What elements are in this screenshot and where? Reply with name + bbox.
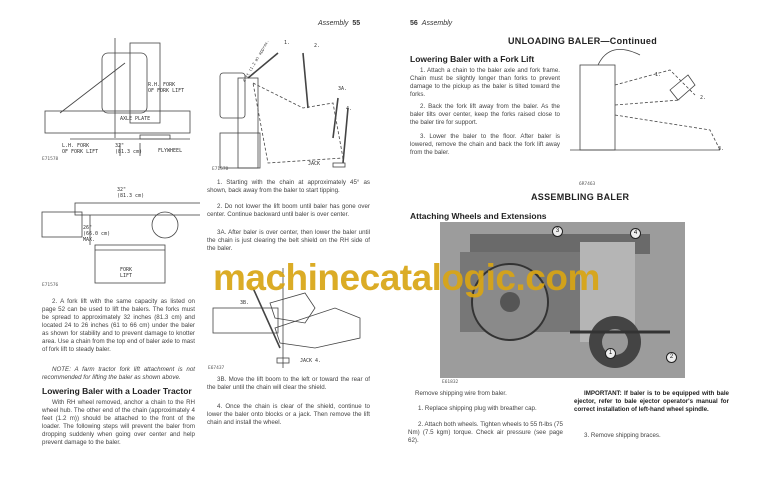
loader-tipping-diagram (219, 52, 349, 169)
fork-step-3: 3. Lower the baler to the floor. After b… (410, 133, 560, 156)
figure-code: E61832 (442, 380, 459, 385)
step-3a: 3A. After baler is over center, then low… (207, 229, 370, 252)
assembling-title: ASSEMBLING BALER (531, 192, 630, 202)
label-1: 1. (655, 72, 662, 78)
fork-lift-rear-diagram (44, 38, 191, 156)
header-section: Assembly (421, 20, 453, 27)
baler-photo: 3 4 1 2 (440, 222, 685, 378)
callout-4: 4 (630, 228, 641, 239)
label-step1: 1. (284, 40, 291, 46)
step-3b: 3B. Move the lift boom to the left or to… (207, 376, 370, 391)
label-step3b: 3B. (240, 300, 250, 306)
note: NOTE: A farm tractor fork lift attachmen… (42, 366, 195, 381)
remove-wire: Remove shipping wire from baler. (415, 390, 507, 397)
unloading-banner: UNLOADING BALER—Continued (508, 36, 657, 46)
step-2: 2. Do not lower the lift boom until bale… (207, 203, 370, 218)
watermark: machinecatalogic.com (213, 257, 600, 298)
wheel-step-3: 3. Remove shipping braces. (584, 432, 661, 439)
label-3: 3. (718, 146, 725, 152)
header-section: Assembly (318, 20, 349, 27)
label-step3a: 3A. (338, 86, 348, 92)
fork-lift-heading: Lowering Baler with a Fork Lift (410, 54, 535, 64)
callout-1: 1 (605, 348, 616, 359)
header-page-number: 56 (410, 20, 418, 27)
callout-2: 2 (666, 352, 677, 363)
header-page-number: 55 (352, 20, 361, 27)
label-flywheel: FLYWHEEL (158, 148, 183, 154)
figure-code: E71578 (42, 157, 59, 162)
label-jack: JACK (308, 161, 321, 167)
figure-code: 6R7463 (579, 182, 596, 187)
label-axle-plate: AXLE PLATE (120, 116, 151, 122)
step-1: 1. Starting with the chain at approximat… (207, 179, 370, 194)
fork-lift-tipping-diagram (570, 48, 721, 151)
label-spread: 32" (81.3 cm) (115, 143, 143, 155)
label-jack-4: JACK 4. (300, 358, 322, 364)
important-note: IMPORTANT: If baler is to be equipped wi… (574, 390, 729, 413)
callout-3: 3 (552, 226, 563, 237)
wheels-heading: Attaching Wheels and Extensions (410, 211, 547, 221)
label-height: 26" (66.0 cm) MAX. (83, 225, 111, 243)
label-step2: 2. (314, 43, 321, 49)
wheel-step-1: 1. Replace shipping plug with breather c… (418, 405, 537, 412)
label-lh-fork: L.H. FORK OF FORK LIFT (62, 143, 99, 155)
baler-illustration (460, 234, 670, 368)
wheel-step-2: 2. Attach both wheels. Tighten wheels to… (408, 421, 563, 444)
label-fork-lift: FORK LIFT (120, 267, 133, 279)
loader-paragraph: With RH wheel removed, anchor a chain to… (42, 399, 195, 446)
fork-step-1: 1. Attach a chain to the baler axle and … (410, 67, 560, 98)
fork-step-2: 2. Back the fork lift away from the bale… (410, 103, 560, 126)
label-step4: 4. (346, 106, 353, 112)
figure-code: E71576 (42, 283, 59, 288)
fork-lift-paragraph: 2. A fork lift with the same capacity as… (42, 298, 195, 353)
label-spread-top: 32" (81.3 cm) (117, 187, 145, 199)
figure-code: E71578 (212, 167, 229, 172)
jack-lowering-diagram (212, 268, 361, 368)
label-2: 2. (700, 95, 707, 101)
figure-code: E67437 (208, 366, 225, 371)
loader-heading: Lowering Baler with a Loader Tractor (42, 386, 192, 396)
label-rh-fork: R.H. FORK OF FORK LIFT (148, 82, 185, 94)
step-4: 4. Once the chain is clear of the shield… (207, 403, 370, 426)
fork-spacing-diagram (41, 202, 200, 284)
